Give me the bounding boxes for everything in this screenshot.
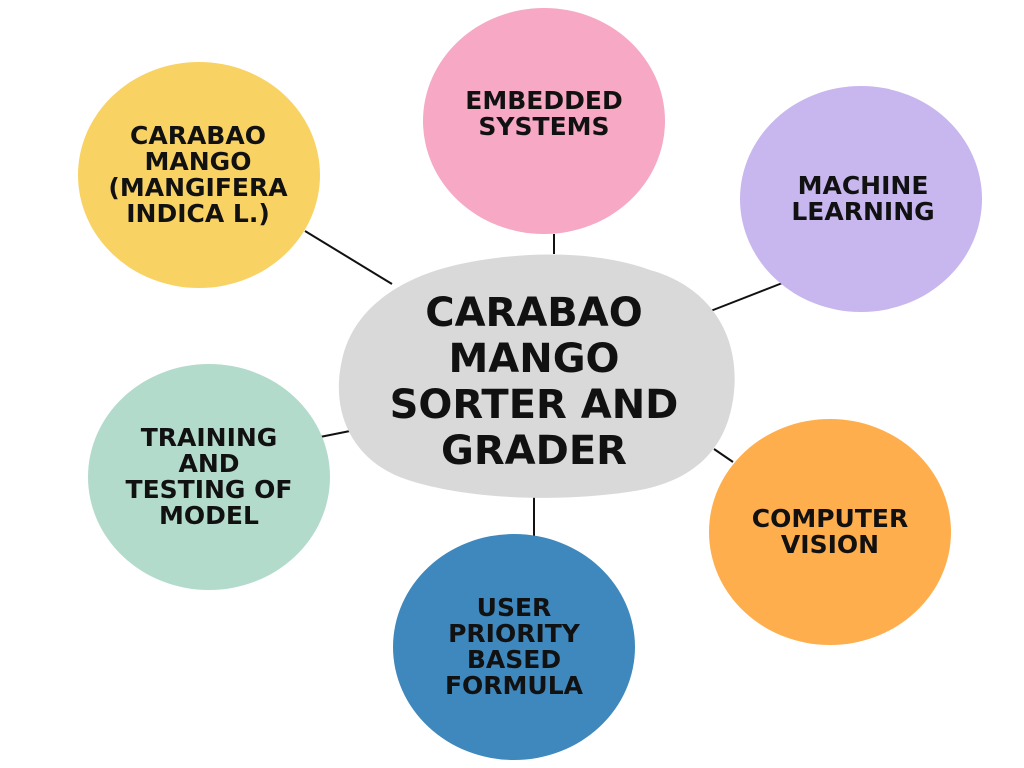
node-label: TRAINING AND TESTING OF MODEL [125, 423, 293, 530]
node-label: EMBEDDED SYSTEMS [465, 86, 623, 141]
connector-training [319, 430, 351, 438]
node-training-testing: TRAINING AND TESTING OF MODEL [88, 364, 330, 590]
node-label: COMPUTER VISION [751, 504, 909, 559]
node-label: MACHINE LEARNING [791, 171, 935, 226]
connector-computer-vision [713, 448, 734, 463]
node-embedded-systems: EMBEDDED SYSTEMS [423, 8, 665, 234]
connector-carabao-mango [304, 230, 393, 285]
node-label: USER PRIORITY BASED FORMULA [444, 593, 584, 700]
node-label: CARABAO MANGO (MANGIFERA INDICA L.) [108, 121, 288, 228]
node-user-priority-formula: USER PRIORITY BASED FORMULA [393, 534, 635, 760]
center-blob [338, 254, 735, 498]
connector-machine-learning [707, 281, 786, 313]
node-machine-learning: MACHINE LEARNING [740, 86, 982, 312]
center-title: CARABAO MANGO SORTER AND GRADER [389, 290, 679, 474]
node-computer-vision: COMPUTER VISION [709, 419, 951, 645]
node-carabao-mango: CARABAO MANGO (MANGIFERA INDICA L.) [78, 62, 320, 288]
